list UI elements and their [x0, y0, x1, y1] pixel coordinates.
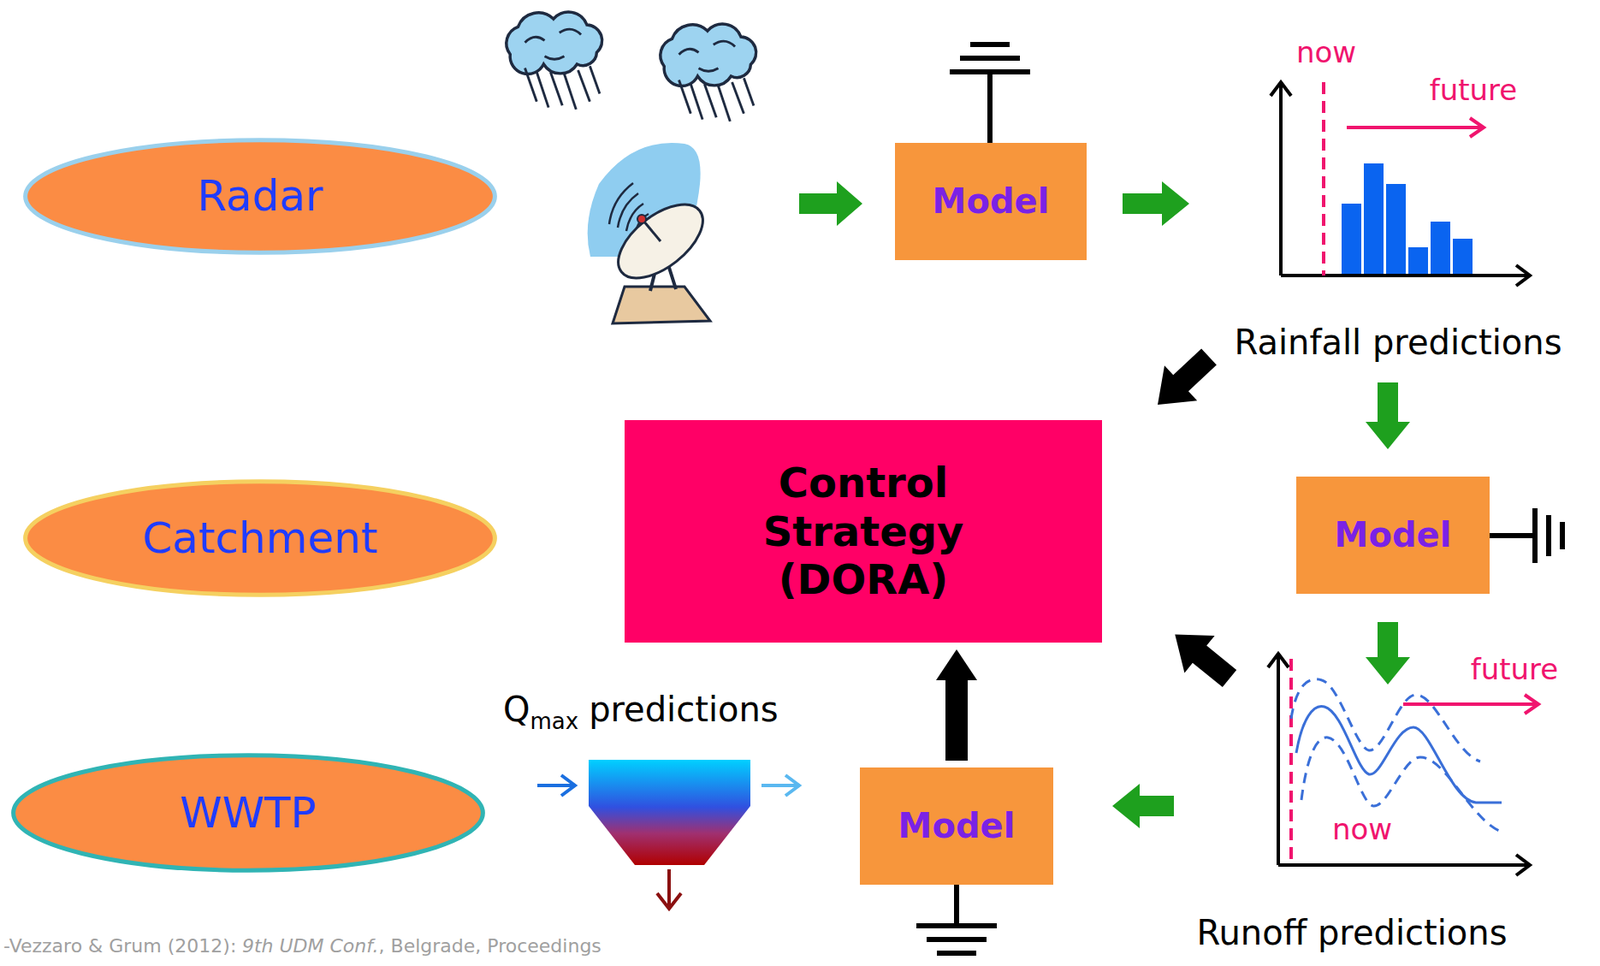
node-label: Model — [1334, 515, 1452, 556]
chart-caption: Rainfall predictions — [1234, 322, 1563, 362]
model-box: Model — [859, 767, 1054, 885]
time-marker: future — [1470, 652, 1559, 687]
ground-symbol — [1489, 508, 1563, 563]
time-marker: now — [1332, 812, 1393, 847]
citation: -Vezzaro & Grum (2012):9th UDM Conf., Be… — [3, 935, 602, 957]
quantity-subscript: max — [529, 709, 579, 735]
ground-symbol — [949, 44, 1031, 143]
citation-text: 9th UDM Conf. — [242, 935, 380, 957]
input-arrow — [1141, 339, 1245, 698]
model-box: Model — [894, 142, 1087, 261]
rain-cloud — [660, 23, 757, 122]
time-marker: future — [1429, 73, 1518, 107]
rainfall-chart — [1270, 82, 1530, 286]
clarifier — [537, 759, 800, 909]
chart-caption: predictions — [588, 689, 779, 729]
model-box: Model — [1296, 476, 1490, 594]
source-ellipse: WWTP — [8, 752, 488, 873]
time-marker: now — [1296, 35, 1357, 70]
node-label: Model — [898, 805, 1016, 847]
quantity-caption: Qmaxpredictions — [503, 689, 779, 729]
rain-cloud — [506, 11, 603, 110]
radar-dish — [587, 142, 717, 324]
source-ellipse: Radar — [20, 137, 500, 255]
node-label: Model — [932, 181, 1050, 222]
connector-arrow — [945, 680, 968, 761]
control-box: Control Strategy (DORA) — [624, 420, 1103, 643]
runoff-chart — [1268, 653, 1539, 876]
node-label: WWTP — [179, 788, 317, 839]
source-ellipse: Catchment — [20, 479, 500, 598]
node-label: Catchment — [142, 513, 378, 564]
ground-symbol — [916, 884, 997, 954]
node-label: Control Strategy (DORA) — [726, 458, 1001, 605]
node-label: Radar — [196, 171, 323, 222]
citation-text: , Belgrade, Proceedings — [379, 935, 602, 957]
citation-text: -Vezzaro & Grum (2012): — [3, 935, 237, 957]
chart-caption: Runoff predictions — [1197, 912, 1508, 953]
quantity-symbol: Q — [503, 689, 530, 729]
